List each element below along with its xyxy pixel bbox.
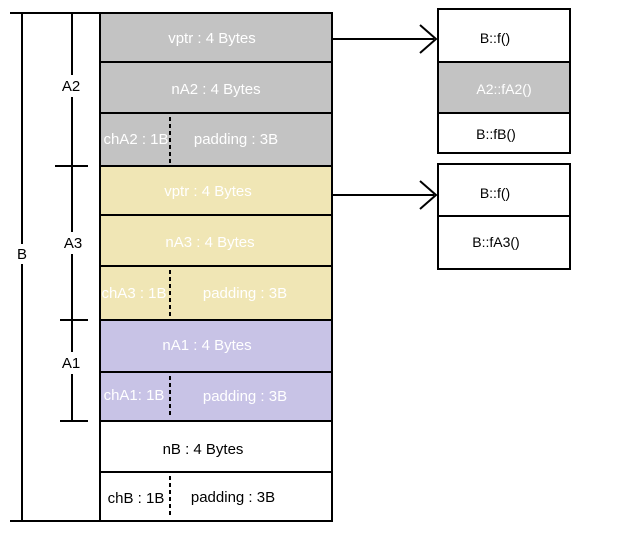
cell-a1-n: nA1 : 4 Bytes [162,337,251,354]
vptr-arrow-1 [332,24,438,54]
bracket-a2-label: A2 [62,78,80,95]
cell-a3-padding: padding : 3B [203,285,287,302]
bracket-a3: A3 [60,166,88,321]
block-a1: nA1 : 4 Bytes chA1: 1B padding : 3B [99,319,333,422]
cell-b-n: nB : 4 Bytes [163,441,244,458]
bracket-a1-label: A1 [62,355,80,372]
cell-a2-vptr: vptr : 4 Bytes [168,30,256,47]
block-a3: vptr : 4 Bytes nA3 : 4 Bytes chA3 : 1B p… [99,165,333,321]
bracket-b: B [10,12,99,522]
cell-b-padding: padding : 3B [191,489,275,506]
vtable-a3: B::f() B::fA3() [437,163,571,270]
bracket-b-label: B [17,246,27,263]
bracket-a3-label: A3 [64,235,82,252]
cell-a3-vptr: vptr : 4 Bytes [164,183,252,200]
cell-a1-padding: padding : 3B [203,388,287,405]
cell-a3-ch: chA3 : 1B [101,285,166,302]
bracket-a2: A2 [55,13,88,167]
block-b: nB : 4 Bytes chB : 1B padding : 3B [99,420,333,522]
bracket-a1: A1 [60,320,88,422]
vtable-a2-entry-2: B::fB() [476,126,516,142]
vtable-a2-entry-1: A2::fA2() [476,81,531,97]
cell-a2-ch: chA2 : 1B [103,131,168,148]
cell-a3-n: nA3 : 4 Bytes [165,234,254,251]
vtable-a2: B::f() A2::fA2() B::fB() [437,8,571,154]
vtable-a3-entry-0: B::f() [480,185,510,201]
vtable-a3-entry-1: B::fA3() [472,234,519,250]
cell-a2-n: nA2 : 4 Bytes [171,81,260,98]
vptr-arrow-2 [332,180,438,210]
cell-b-ch: chB : 1B [108,490,165,507]
cell-a2-padding: padding : 3B [194,131,278,148]
vtable-a2-entry-0: B::f() [480,30,510,46]
cell-a1-ch: chA1: 1B [104,387,165,404]
block-a2: vptr : 4 Bytes nA2 : 4 Bytes chA2 : 1B p… [99,12,333,167]
